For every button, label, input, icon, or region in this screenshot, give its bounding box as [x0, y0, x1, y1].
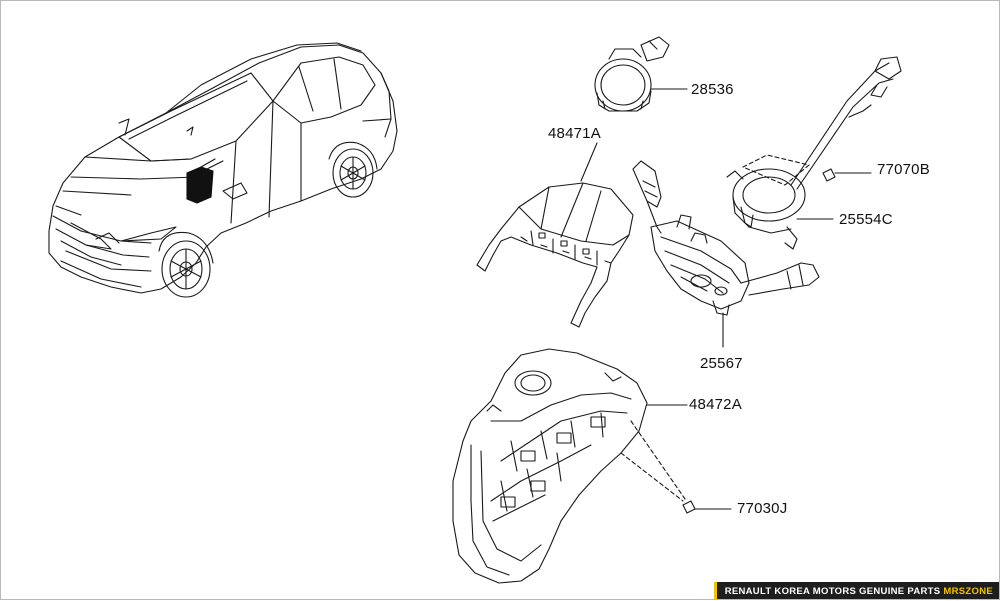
- label-25567: 25567: [700, 355, 743, 372]
- footer-banner: RENAULT KOREA MOTORS GENUINE PARTS MRSZO…: [713, 582, 999, 599]
- label-28536: 28536: [691, 81, 734, 98]
- part-25554C-clockspring: [726, 56, 902, 250]
- part-48472A-lower-cover: [452, 348, 688, 584]
- label-77070B: 77070B: [877, 161, 930, 178]
- vehicle-illustration: [48, 42, 398, 298]
- label-48471A: 48471A: [548, 125, 601, 142]
- label-25554C: 25554C: [839, 211, 893, 228]
- part-28536-sensor: [594, 36, 688, 112]
- footer-text: RENAULT KOREA MOTORS GENUINE PARTS: [724, 585, 941, 597]
- part-48471A-upper-cover: [476, 142, 634, 328]
- part-25567-switch: [632, 160, 820, 348]
- part-77030J-screw: [682, 500, 732, 514]
- screw-guide-lines: [620, 420, 686, 502]
- label-77030J: 77030J: [737, 500, 788, 517]
- footer-brand: MRSZONE: [943, 585, 993, 597]
- part-77070B-screw: [822, 168, 872, 182]
- label-48472A: 48472A: [689, 396, 742, 413]
